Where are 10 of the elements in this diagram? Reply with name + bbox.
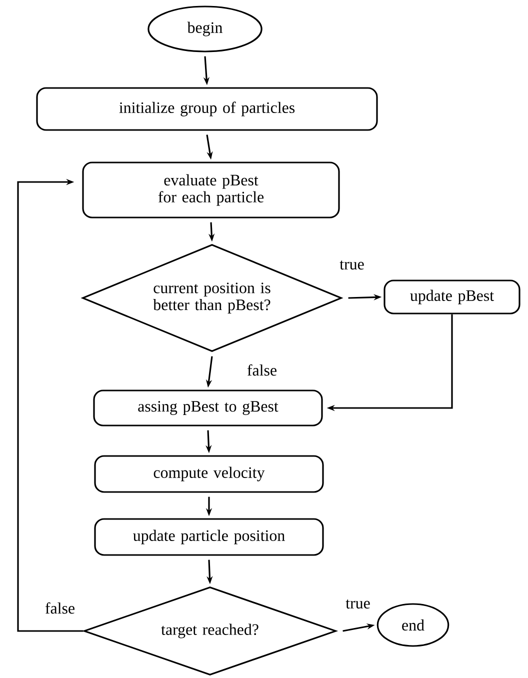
process-box: assing pBest to gBest: [93, 390, 323, 426]
process-box: compute velocity: [94, 455, 324, 493]
arrow: [17, 178, 84, 632]
process-box: update particle position: [94, 518, 324, 556]
edge-label: false: [44, 601, 76, 615]
edge-label: true: [344, 598, 372, 610]
edge-label: false: [246, 363, 278, 377]
process-box: evaluate pBest for each particle: [82, 162, 340, 218]
process-box: update pBest: [384, 280, 520, 314]
process-box: initialize group of particles: [36, 87, 378, 131]
